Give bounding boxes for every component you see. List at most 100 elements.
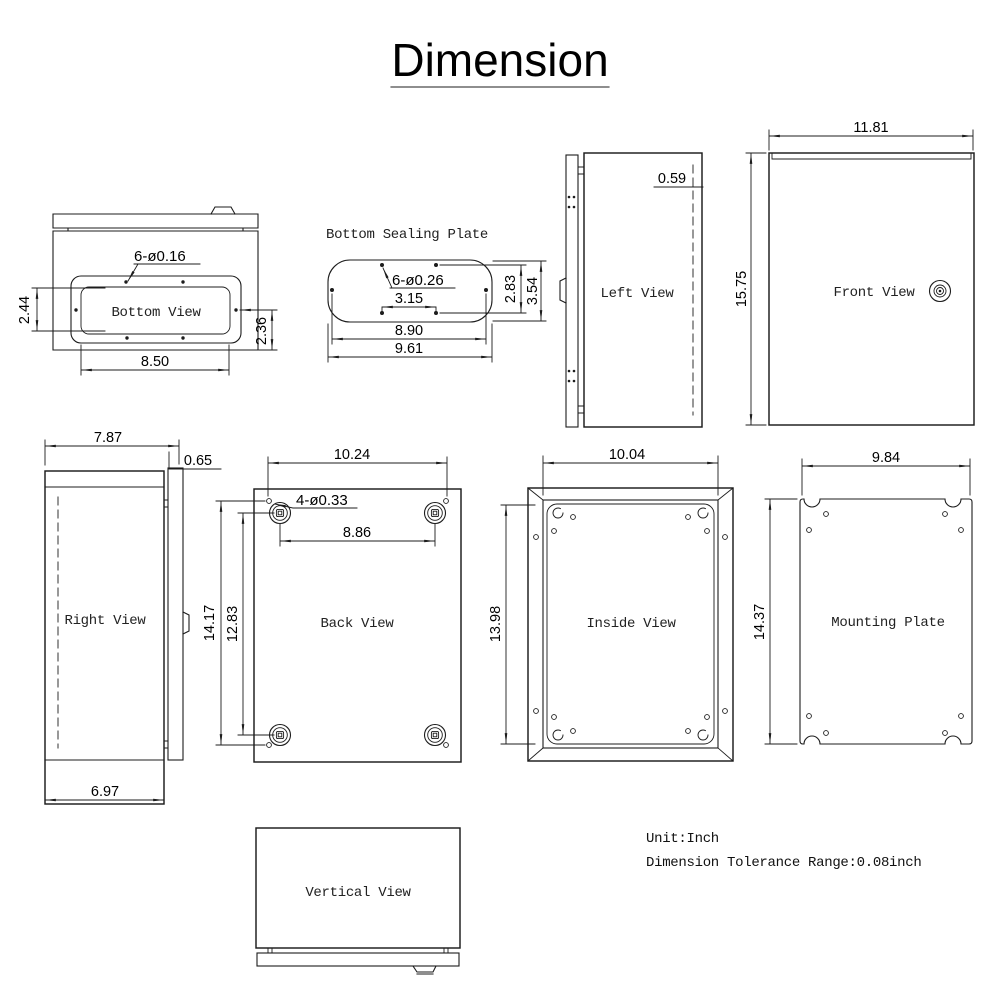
hole [942, 511, 948, 517]
boss-square [430, 730, 440, 740]
dim-width: 7.87 [94, 430, 122, 446]
corner-hole [266, 498, 272, 504]
ext-lines [492, 260, 547, 322]
hole [806, 527, 812, 533]
ext-lines [331, 293, 487, 345]
boss [423, 501, 447, 525]
vertical-view-outline [255, 827, 461, 949]
boss-mid [427, 727, 443, 743]
sealing-hole-callout: 6-ø0.26 [392, 272, 444, 289]
hole [942, 730, 948, 736]
hinge-dot [567, 379, 571, 383]
bottom-view-label: Bottom View [111, 305, 201, 321]
boss-square-inner [277, 510, 283, 516]
unit-note: Unit:Inch [646, 831, 719, 847]
hole [484, 288, 488, 292]
mounting-plate-outline [799, 498, 973, 745]
tolerance-note: Dimension Tolerance Range:0.08inch [646, 855, 921, 871]
boss-square-inner [432, 510, 438, 516]
corner-hole [443, 498, 449, 504]
dim-height: 14.37 [752, 604, 768, 640]
corner-clip [552, 729, 564, 741]
front-view-outline [768, 152, 975, 426]
corner-clip [697, 729, 709, 741]
bottom-hole-callout: 6-ø0.16 [134, 248, 186, 265]
ext-lines [381, 306, 437, 312]
dim-door-thickness: 0.65 [184, 453, 212, 469]
boss-mid [272, 727, 288, 743]
mounting-plate-label: Mounting Plate [831, 615, 944, 631]
dim-width: 8.50 [141, 354, 169, 370]
dim-height: 3.54 [525, 277, 541, 305]
left-view: 0.59 Left View [559, 152, 704, 428]
hole [722, 534, 728, 540]
hole [685, 514, 691, 520]
hole [330, 288, 334, 292]
hole [125, 336, 129, 340]
dim-boss-span: 8.86 [343, 525, 371, 541]
back-view-label: Back View [321, 616, 395, 632]
lock-outer-ring [928, 279, 952, 303]
hole [570, 514, 576, 520]
boss-square [430, 508, 440, 518]
dim-boss-height: 12.83 [225, 606, 241, 642]
boss-square [275, 730, 285, 740]
sealing-plate-title: Bottom Sealing Plate [326, 227, 488, 243]
hole [958, 713, 964, 719]
ext-lines [279, 523, 436, 547]
ext-lines [44, 439, 180, 466]
hinge-dot [567, 369, 571, 373]
page-header: Dimension [390, 34, 610, 88]
dim-width: 11.81 [853, 120, 888, 136]
hole [704, 528, 710, 534]
callout-leader [274, 503, 294, 509]
hole [551, 528, 557, 534]
boss-square-inner [277, 732, 283, 738]
inner-frame [542, 499, 719, 749]
hinge-dot [567, 205, 571, 209]
back-view-outline [253, 488, 462, 763]
door-dim-lines [168, 451, 222, 470]
frame-bevels [527, 487, 734, 762]
hinge-dot [572, 195, 576, 199]
back-view: 10.24 4-ø0.33 8.86 14.17 12.83 Back View [202, 447, 462, 763]
hole [685, 728, 691, 734]
lock-ring [936, 287, 944, 295]
lock-icon [928, 279, 952, 303]
dim-width: 9.61 [395, 341, 423, 357]
handle [559, 277, 567, 304]
hole [533, 708, 539, 714]
hinge-dot [567, 195, 571, 199]
back-hole-callout: 4-ø0.33 [296, 492, 348, 509]
hinge-dot [572, 379, 576, 383]
bottom-gland-inner [80, 286, 231, 335]
hole [181, 280, 185, 284]
inside-view-label: Inside View [586, 616, 676, 632]
dim-hole-height: 14.17 [202, 605, 218, 641]
drain-plug [411, 965, 437, 975]
plate-lines [44, 486, 165, 761]
corner-hole [443, 742, 449, 748]
dim-hole-span: 8.90 [395, 323, 423, 339]
vertical-view-label: Vertical View [305, 885, 411, 901]
hole [380, 311, 384, 315]
hole [533, 534, 539, 540]
ext-lines [215, 500, 266, 746]
right-view-outline [44, 470, 165, 805]
bottom-view: Bottom View 6-ø0.16 2.44 2.36 8.50 [17, 206, 278, 376]
ext-lines [439, 264, 527, 314]
ext-lines [327, 323, 493, 363]
boss-square [275, 508, 285, 518]
bottom-sealing-plate: Bottom Sealing Plate 6-ø0.26 3.15 8.90 9… [326, 227, 547, 363]
lock-keyhole [938, 289, 942, 293]
boss-outer [423, 723, 447, 747]
dim-height: 13.98 [488, 606, 504, 642]
right-view: 7.87 0.65 6.97 Right View [44, 430, 222, 805]
dim-body-depth: 6.97 [91, 784, 119, 800]
hinge-nubs [163, 499, 169, 749]
dim-door-thickness: 0.59 [658, 171, 686, 187]
boss-mid [272, 505, 288, 521]
hinge-nubs [577, 166, 585, 414]
boss [423, 723, 447, 747]
